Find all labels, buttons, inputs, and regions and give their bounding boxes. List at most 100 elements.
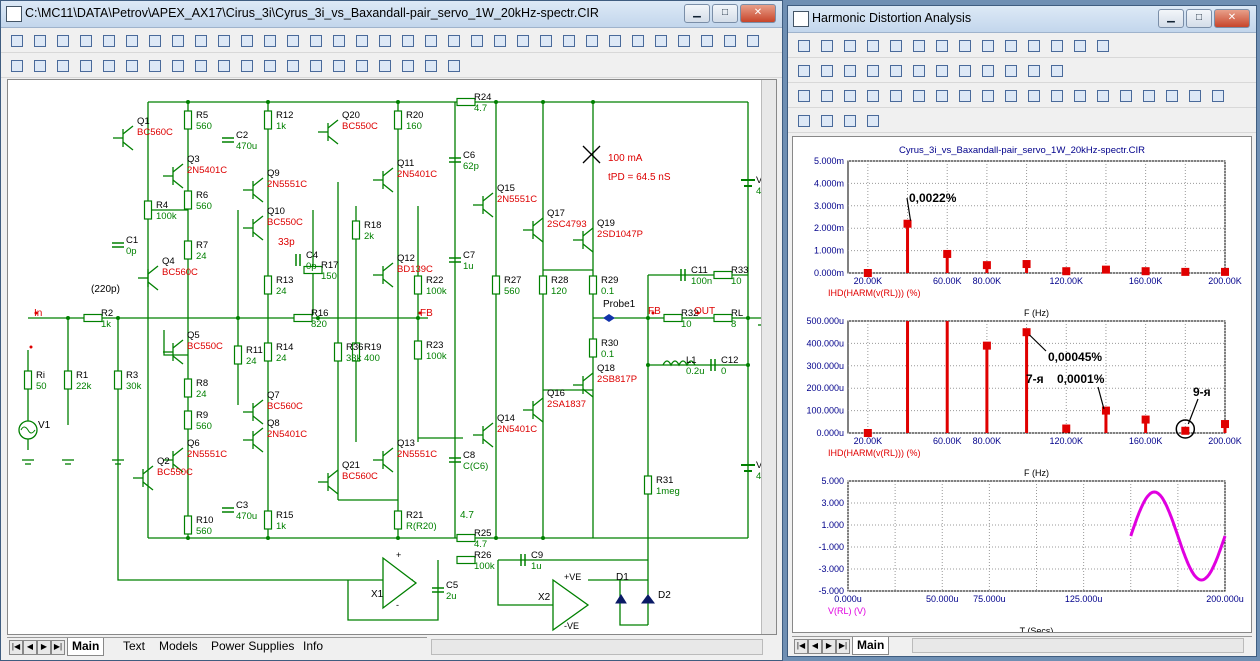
- tab-main[interactable]: Main: [67, 638, 105, 656]
- transistor-q17[interactable]: [523, 217, 544, 243]
- toolbar-button[interactable]: [145, 56, 165, 76]
- toolbar-button[interactable]: [7, 31, 27, 51]
- analysis-titlebar[interactable]: Harmonic Distortion Analysis ▁ □ ✕: [788, 6, 1256, 33]
- toolbar-button[interactable]: [863, 36, 883, 56]
- toolbar-button[interactable]: [76, 31, 96, 51]
- toolbar-button[interactable]: [99, 31, 119, 51]
- toolbar-button[interactable]: [582, 31, 602, 51]
- toolbar-button[interactable]: [817, 61, 837, 81]
- toolbar-button[interactable]: [1116, 86, 1136, 106]
- analysis-tab-main[interactable]: Main: [852, 637, 890, 655]
- toolbar-button[interactable]: [840, 61, 860, 81]
- toolbar-button[interactable]: [955, 61, 975, 81]
- toolbar-button[interactable]: [697, 31, 717, 51]
- transistor-q9[interactable]: [243, 177, 264, 203]
- capacitor-c8[interactable]: [449, 457, 461, 463]
- toolbar-button[interactable]: [932, 61, 952, 81]
- toolbar-button[interactable]: [30, 56, 50, 76]
- schematic-vertical-scrollbar[interactable]: [761, 80, 776, 634]
- toolbar-button[interactable]: [1208, 86, 1228, 106]
- transistor-q4[interactable]: [138, 265, 159, 291]
- toolbar-button[interactable]: [840, 36, 860, 56]
- toolbar-button[interactable]: [168, 31, 188, 51]
- resistor-r21[interactable]: [393, 510, 403, 530]
- toolbar-button[interactable]: [1024, 36, 1044, 56]
- resistor-r12[interactable]: [263, 110, 273, 130]
- toolbar-button[interactable]: [978, 61, 998, 81]
- toolbar-button[interactable]: [352, 56, 372, 76]
- capacitor-c12[interactable]: [710, 359, 716, 371]
- tab-models[interactable]: Models: [159, 639, 198, 653]
- toolbar-button[interactable]: [191, 31, 211, 51]
- transistor-q16[interactable]: [523, 397, 544, 423]
- toolbar-button[interactable]: [306, 56, 326, 76]
- toolbar-button[interactable]: [1070, 36, 1090, 56]
- toolbar-button[interactable]: [329, 56, 349, 76]
- resistor-rl[interactable]: [713, 313, 733, 323]
- resistor-r28[interactable]: [538, 275, 548, 295]
- capacitor-c4[interactable]: [295, 254, 301, 266]
- toolbar-button[interactable]: [421, 56, 441, 76]
- toolbar-button[interactable]: [886, 86, 906, 106]
- transistor-q15[interactable]: [473, 192, 494, 218]
- toolbar-button[interactable]: [122, 56, 142, 76]
- toolbar-button[interactable]: [375, 31, 395, 51]
- toolbar-button[interactable]: [467, 31, 487, 51]
- toolbar-button[interactable]: [909, 36, 929, 56]
- resistor-r31[interactable]: [643, 475, 653, 495]
- resistor-r22[interactable]: [413, 275, 423, 295]
- analysis-close-button[interactable]: ✕: [1214, 9, 1250, 28]
- resistor-r10[interactable]: [183, 515, 193, 535]
- toolbar-button[interactable]: [260, 56, 280, 76]
- capacitor-c3[interactable]: [222, 507, 234, 513]
- capacitor-c11[interactable]: [680, 269, 686, 281]
- analysis-last-tab-button[interactable]: ▶|: [836, 639, 850, 654]
- analysis-horizontal-scrollbar[interactable]: [912, 638, 1244, 653]
- toolbar-button[interactable]: [932, 86, 952, 106]
- capacitor-c2[interactable]: [222, 137, 234, 143]
- toolbar-button[interactable]: [1001, 86, 1021, 106]
- toolbar-button[interactable]: [1093, 36, 1113, 56]
- toolbar-button[interactable]: [932, 36, 952, 56]
- transistor-q18[interactable]: [573, 372, 594, 398]
- toolbar-button[interactable]: [490, 31, 510, 51]
- capacitor-c9[interactable]: [520, 554, 526, 566]
- transistor-q1[interactable]: [113, 125, 134, 151]
- transistor-q21[interactable]: [318, 469, 339, 495]
- toolbar-button[interactable]: [1162, 86, 1182, 106]
- transistor-q11[interactable]: [373, 167, 394, 193]
- toolbar-button[interactable]: [794, 111, 814, 131]
- toolbar-button[interactable]: [122, 31, 142, 51]
- toolbar-button[interactable]: [955, 86, 975, 106]
- transistor-q8[interactable]: [243, 427, 264, 453]
- next-tab-button[interactable]: ▶: [37, 640, 51, 655]
- toolbar-button[interactable]: [909, 86, 929, 106]
- transistor-q5[interactable]: [163, 339, 184, 365]
- resistor-r7[interactable]: [183, 240, 193, 260]
- resistor-r6[interactable]: [183, 190, 193, 210]
- close-button[interactable]: ✕: [740, 4, 776, 23]
- toolbar-button[interactable]: [863, 61, 883, 81]
- toolbar-button[interactable]: [1024, 86, 1044, 106]
- toolbar-button[interactable]: [1093, 86, 1113, 106]
- resistor-r29[interactable]: [588, 275, 598, 295]
- transistor-q7[interactable]: [243, 399, 264, 425]
- prev-tab-button[interactable]: ◀: [23, 640, 37, 655]
- resistor-r2[interactable]: [83, 313, 103, 323]
- toolbar-button[interactable]: [30, 31, 50, 51]
- analysis-first-tab-button[interactable]: |◀: [794, 639, 808, 654]
- toolbar-button[interactable]: [53, 31, 73, 51]
- analysis-prev-tab-button[interactable]: ◀: [808, 639, 822, 654]
- resistor-ri[interactable]: [23, 370, 33, 390]
- resistor-r25[interactable]: [456, 533, 476, 543]
- toolbar-button[interactable]: [283, 56, 303, 76]
- transistor-q12[interactable]: [373, 262, 394, 288]
- toolbar-button[interactable]: [1001, 61, 1021, 81]
- transistor-q20[interactable]: [318, 119, 339, 145]
- maximize-button[interactable]: □: [712, 4, 738, 23]
- transistor-q14[interactable]: [473, 422, 494, 448]
- capacitor-c7[interactable]: [449, 257, 461, 263]
- tab-text[interactable]: Text: [123, 639, 146, 653]
- toolbar-button[interactable]: [794, 36, 814, 56]
